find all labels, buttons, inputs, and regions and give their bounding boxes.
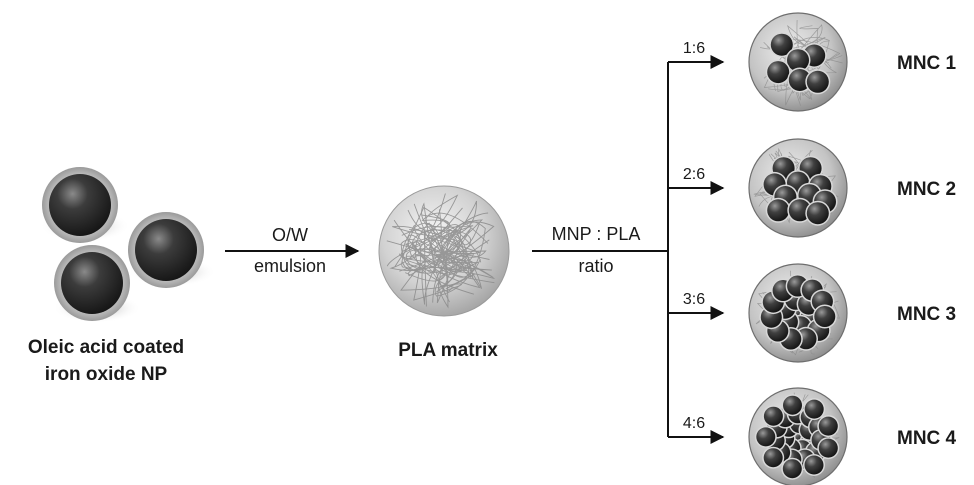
embedded-nanoparticle	[767, 61, 790, 84]
mnc-sphere	[748, 138, 848, 238]
ratio-value: 3:6	[683, 291, 705, 308]
embedded-nanoparticle	[804, 455, 824, 475]
polymer-fibers	[386, 193, 495, 309]
embedded-nanoparticle	[818, 416, 838, 436]
embedded-nanoparticle	[788, 69, 811, 91]
embedded-nanoparticle	[763, 448, 783, 468]
nanoparticle	[128, 212, 204, 288]
nanoparticle-cluster	[40, 167, 216, 323]
pla-matrix-label: PLA matrix	[398, 340, 498, 361]
embedded-nanoparticle	[787, 49, 809, 72]
embedded-nanoparticle	[814, 306, 836, 327]
ratio-value: 4:6	[683, 415, 705, 432]
embedded-nanoparticle	[770, 33, 793, 56]
embedded-nanoparticle	[782, 459, 802, 479]
mnc-sphere	[748, 263, 848, 363]
mnc-sphere	[748, 387, 848, 485]
ratio-label-line2: ratio	[578, 256, 613, 276]
embedded-nanoparticle	[804, 399, 824, 419]
embedded-nanoparticle	[783, 395, 802, 415]
mnc-label: MNC 2	[897, 179, 956, 200]
nanoparticle-label-line1: Oleic acid coated	[28, 337, 184, 358]
ratio-value: 1:6	[683, 40, 705, 57]
embedded-nanoparticle	[806, 202, 829, 225]
nanoparticle	[42, 167, 118, 243]
ratio-label-line1: MNP : PLA	[552, 224, 641, 244]
embedded-nanoparticle	[756, 427, 776, 447]
ratio-value: 2:6	[683, 166, 705, 183]
mnc-label: MNC 4	[897, 428, 957, 449]
embedded-nanoparticle	[763, 406, 783, 426]
embedded-nanoparticle	[767, 199, 790, 222]
embedded-nanoparticle	[806, 70, 829, 93]
mnc-sphere	[748, 12, 848, 112]
emulsion-label-line1: O/W	[272, 225, 308, 245]
embedded-nanoparticle	[788, 199, 811, 222]
nanoparticle	[54, 245, 130, 321]
embedded-nanoparticle	[818, 438, 838, 458]
mnc-label: MNC 3	[897, 304, 956, 325]
nanoparticle-label-line2: iron oxide NP	[45, 364, 168, 385]
mnc-label: MNC 1	[897, 53, 957, 74]
pla-matrix-sphere	[378, 185, 510, 317]
emulsion-label-line2: emulsion	[254, 256, 326, 276]
